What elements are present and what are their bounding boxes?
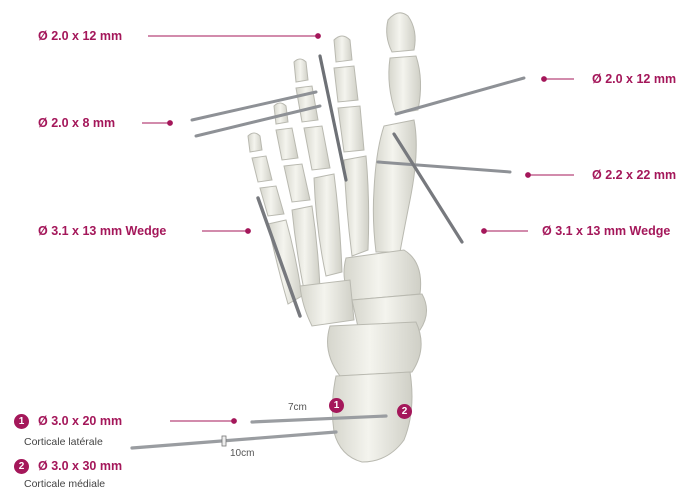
legend-description-2: Corticale médiale (24, 478, 105, 490)
hallux-distal-phalanx (387, 13, 415, 52)
screw-long (132, 432, 336, 448)
callout-badge-2: 2 (397, 404, 412, 419)
screw-left-mid-a (192, 92, 316, 120)
legend-badge-1: 1 (14, 414, 29, 429)
legend-description-1: Corticale latérale (24, 436, 103, 448)
label-left-mid-screw: Ø 2.0 x 8 mm (38, 116, 115, 130)
first-metatarsal (373, 120, 416, 252)
second-metatarsal (344, 156, 369, 256)
second-toe-distal (334, 36, 352, 62)
label-right-top-screw: Ø 2.0 x 12 mm (592, 72, 676, 86)
measurement-short: 7cm (288, 402, 307, 413)
label-left-wedge-screw: Ø 3.1 x 13 mm Wedge (38, 224, 166, 238)
callout-badge-1: 1 (329, 398, 344, 413)
label-left-top-screw: Ø 2.0 x 12 mm (38, 29, 122, 43)
legend-badge-2: 2 (14, 459, 29, 474)
fourth-toe-proximal (284, 164, 310, 202)
second-toe-middle (334, 66, 358, 102)
label-right-wedge-screw: Ø 3.1 x 13 mm Wedge (542, 224, 670, 238)
screw-long-collar (222, 436, 226, 446)
hallux-proximal-phalanx (389, 56, 421, 114)
legend-size-1: Ø 3.0 x 20 mm (38, 414, 122, 428)
fifth-toe-distal (248, 133, 262, 152)
foot-bones (248, 13, 427, 462)
third-toe-distal (294, 59, 308, 82)
measurement-long: 10cm (230, 448, 254, 459)
label-right-mid-screw: Ø 2.2 x 22 mm (592, 168, 676, 182)
fifth-toe-middle (252, 156, 272, 182)
talus (328, 322, 422, 376)
cuboid (300, 280, 354, 326)
cuneiforms (344, 250, 421, 300)
second-toe-proximal (338, 106, 364, 152)
third-toe-proximal (304, 126, 330, 170)
fourth-toe-middle (276, 128, 298, 160)
legend-size-2: Ø 3.0 x 30 mm (38, 459, 122, 473)
